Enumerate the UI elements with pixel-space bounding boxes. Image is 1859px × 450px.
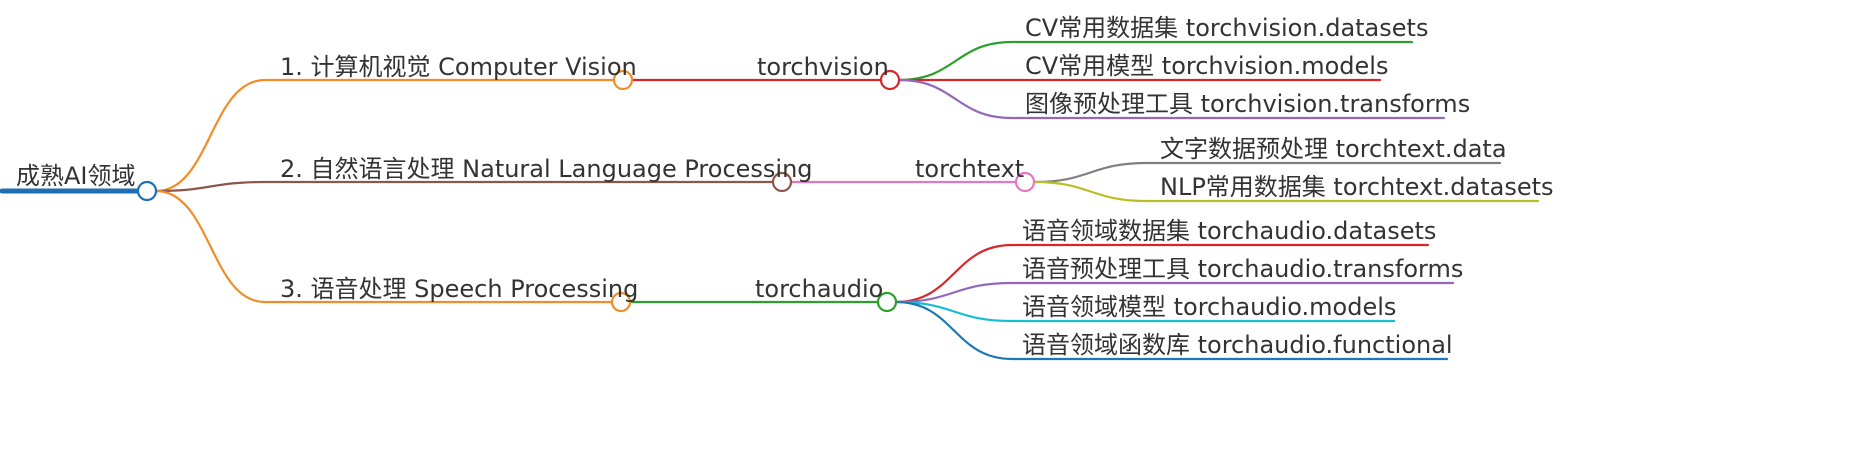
leaf-torchtext-datasets[interactable]: NLP常用数据集 torchtext.datasets [1160, 173, 1554, 201]
torchaudio-collapse-circle[interactable] [876, 291, 898, 313]
mind-map-edges [0, 40, 1540, 361]
library-torchtext-label[interactable]: torchtext [915, 155, 1024, 183]
root-collapse-circle[interactable] [136, 180, 158, 202]
torchtext-collapse-circle[interactable] [1014, 171, 1036, 193]
edge-torchaudio-datasets [894, 243, 1430, 304]
branch-1-label[interactable]: 1. 计算机视觉 Computer Vision [280, 53, 637, 81]
branch-2-label[interactable]: 2. 自然语言处理 Natural Language Processing [280, 155, 813, 183]
edge-torchaudio-functional [894, 300, 1449, 361]
leaf-torchvision-transforms[interactable]: 图像预处理工具 torchvision.transforms [1025, 90, 1470, 118]
branch-3-collapse-circle[interactable] [610, 291, 632, 313]
edge-root-to-branch-3 [154, 189, 614, 304]
leaf-torchaudio-functional[interactable]: 语音领域函数库 torchaudio.functional [1022, 331, 1453, 359]
leaf-torchvision-datasets[interactable]: CV常用数据集 torchvision.datasets [1025, 14, 1428, 42]
edge-torchtext-data [1032, 161, 1502, 184]
leaf-torchaudio-datasets[interactable]: 语音领域数据集 torchaudio.datasets [1022, 217, 1436, 245]
edge-torchaudio-models [894, 300, 1396, 323]
edge-root-to-branch-1 [154, 78, 616, 193]
edge-root-to-branch-2 [154, 180, 775, 193]
edge-torchaudio-transforms [894, 281, 1455, 304]
mind-map-labels: 成熟AI领域 1. 计算机视觉 Computer Vision 2. 自然语言处… [16, 14, 1554, 359]
torchvision-collapse-circle[interactable] [879, 69, 901, 91]
edge-torchtext-datasets [1032, 180, 1540, 203]
leaf-torchaudio-transforms[interactable]: 语音预处理工具 torchaudio.transforms [1022, 255, 1463, 283]
edge-torchvision-transforms [897, 78, 1446, 120]
leaf-torchtext-data[interactable]: 文字数据预处理 torchtext.data [1160, 135, 1507, 163]
library-torchvision-label[interactable]: torchvision [757, 53, 889, 81]
leaf-torchvision-models[interactable]: CV常用模型 torchvision.models [1025, 52, 1388, 80]
library-torchaudio-label[interactable]: torchaudio [755, 275, 883, 303]
branch-3-label[interactable]: 3. 语音处理 Speech Processing [280, 275, 638, 303]
edge-torchvision-datasets [897, 40, 1414, 82]
branch-2-collapse-circle[interactable] [771, 171, 793, 193]
mind-map-node-circles [136, 69, 1036, 313]
branch-1-collapse-circle[interactable] [612, 69, 634, 91]
root-node-label[interactable]: 成熟AI领域 [16, 162, 136, 190]
leaf-torchaudio-models[interactable]: 语音领域模型 torchaudio.models [1022, 293, 1396, 321]
